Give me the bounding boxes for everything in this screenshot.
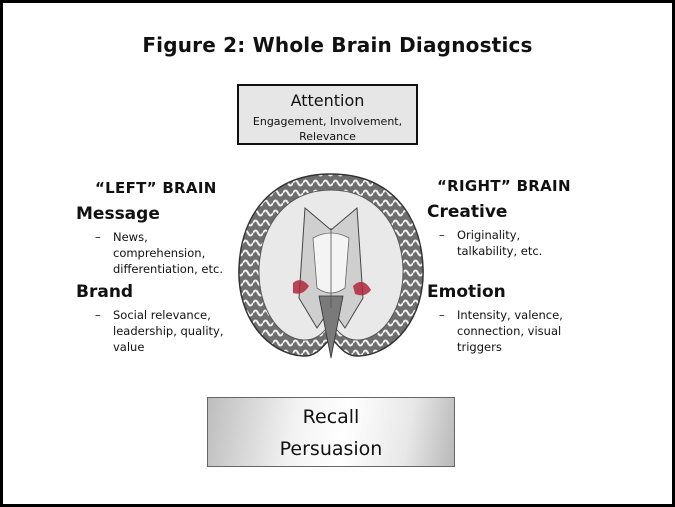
dash-bullet: – bbox=[439, 228, 445, 242]
message-line-3: differentiation, etc. bbox=[113, 262, 223, 276]
brand-line-1: Social relevance, bbox=[113, 308, 211, 322]
emotion-line-1: Intensity, valence, bbox=[457, 308, 563, 322]
brand-description: – Social relevance, leadership, quality,… bbox=[95, 307, 224, 355]
message-line-2: comprehension, bbox=[113, 246, 206, 260]
creative-description: – Originality, talkability, etc. bbox=[439, 227, 543, 259]
persuasion-label: Persuasion bbox=[279, 438, 383, 460]
left-brain-heading: “LEFT” BRAIN bbox=[95, 179, 217, 197]
attention-heading: Attention bbox=[290, 91, 365, 110]
creative-label: Creative bbox=[427, 202, 508, 222]
recall-label: Recall bbox=[302, 406, 360, 428]
brain-cross-section-icon bbox=[238, 173, 424, 359]
emotion-line-2: connection, visual bbox=[457, 324, 562, 338]
dash-bullet: – bbox=[95, 308, 101, 322]
attention-line-1: Engagement, Involvement, bbox=[252, 115, 403, 128]
dash-bullet: – bbox=[439, 308, 445, 322]
brand-line-2: leadership, quality, bbox=[113, 324, 224, 338]
brand-label: Brand bbox=[76, 282, 134, 302]
emotion-description: – Intensity, valence, connection, visual… bbox=[439, 307, 563, 355]
message-description: – News, comprehension, differentiation, … bbox=[95, 229, 223, 277]
attention-box: Attention Engagement, Involvement, Relev… bbox=[237, 84, 418, 145]
message-line-1: News, bbox=[113, 230, 148, 244]
attention-line-2: Relevance bbox=[299, 130, 356, 143]
creative-line-1: Originality, bbox=[457, 228, 521, 242]
emotion-line-3: triggers bbox=[457, 340, 502, 354]
right-brain-heading: “RIGHT” BRAIN bbox=[437, 177, 571, 195]
brand-line-3: value bbox=[113, 340, 145, 354]
dash-bullet: – bbox=[95, 230, 101, 244]
message-label: Message bbox=[76, 204, 160, 224]
creative-line-2: talkability, etc. bbox=[457, 244, 543, 258]
figure-title: Figure 2: Whole Brain Diagnostics bbox=[142, 33, 533, 57]
outcome-box: Recall Persuasion bbox=[207, 397, 455, 467]
emotion-label: Emotion bbox=[427, 282, 506, 302]
